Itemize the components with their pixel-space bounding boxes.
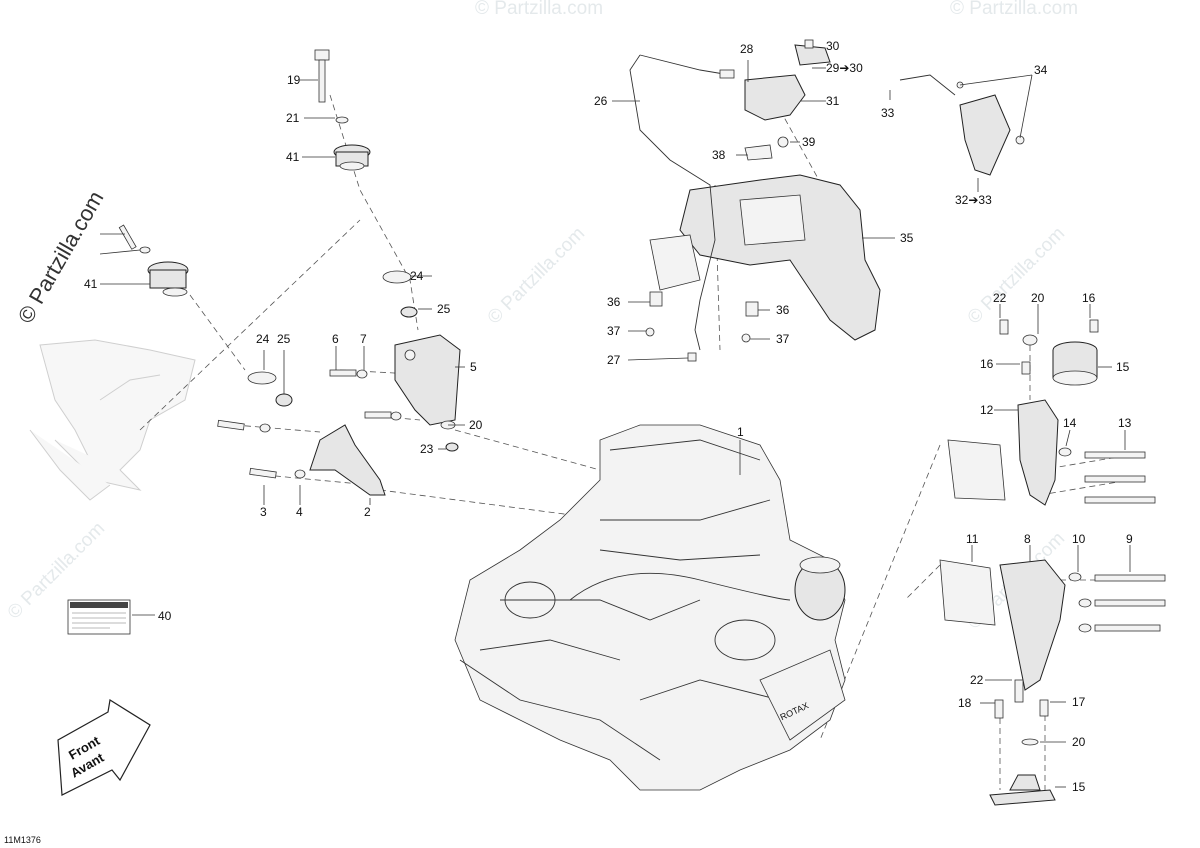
callout-35: 35 — [900, 231, 914, 245]
callout-8: 8 — [1024, 532, 1031, 546]
callout-24: 24 — [256, 332, 270, 346]
part-12-bracket — [1017, 399, 1059, 506]
diagram-code: 11M1376 — [4, 835, 41, 845]
callout-33: 33 — [881, 106, 895, 120]
callout-38: 38 — [712, 148, 726, 162]
callout-12: 12 — [980, 403, 994, 417]
part-41-mount-left — [118, 224, 189, 297]
callout-34: 34 — [1034, 63, 1048, 77]
callout-22: 22 — [993, 291, 1007, 305]
part-36-clips — [645, 291, 759, 362]
small-bolts-right-lower — [994, 679, 1049, 746]
callout-20: 20 — [1031, 291, 1045, 305]
part-26-cable — [629, 54, 735, 351]
small-bolts-left — [217, 369, 459, 479]
callout-40: 40 — [158, 609, 172, 623]
callout-9: 9 — [1126, 532, 1133, 546]
callout-39: 39 — [802, 135, 816, 149]
part-15-mount-top — [1052, 341, 1098, 386]
callout-20: 20 — [1072, 735, 1086, 749]
part-41-mount-top — [333, 144, 371, 171]
callout-36: 36 — [607, 295, 621, 309]
part-31-sensor-bracket — [744, 39, 831, 121]
callout-31: 31 — [826, 94, 840, 108]
callout-30: 30 — [826, 39, 840, 53]
part-8-bracket — [999, 559, 1066, 691]
watermark: © Partzilla.com — [964, 223, 1069, 328]
callout-1: 1 — [737, 425, 744, 439]
callout-11: 11 — [966, 532, 979, 546]
part-35-harness-bracket — [649, 174, 881, 341]
callout-23: 23 — [420, 442, 434, 456]
callout-4: 4 — [296, 505, 303, 519]
part-40-label — [67, 599, 131, 635]
callout-37: 37 — [607, 324, 621, 338]
callout-28: 28 — [740, 42, 754, 56]
callout-6: 6 — [332, 332, 339, 346]
callout-13: 13 — [1118, 416, 1132, 430]
small-bolts-right-upper — [999, 319, 1099, 375]
callout-5: 5 — [470, 360, 477, 374]
part-25-nut — [275, 306, 418, 407]
callout-16: 16 — [980, 357, 994, 371]
callout-18: 18 — [958, 696, 972, 710]
callout-24: 24 — [410, 269, 424, 283]
part-2-bracket — [309, 424, 386, 496]
callout-27: 27 — [607, 353, 621, 367]
callout-7: 7 — [360, 332, 367, 346]
watermark: © Partzilla.com — [475, 0, 603, 19]
callout-22: 22 — [970, 673, 984, 687]
part-5-bracket — [394, 334, 461, 426]
callout-21: 21 — [286, 111, 300, 125]
callout-17: 17 — [1072, 695, 1086, 709]
callout-2: 2 — [364, 505, 371, 519]
part-15-mount-bottom — [989, 774, 1056, 806]
brand-watermark: © Partzilla.com — [13, 187, 109, 328]
long-bolts-right — [1058, 447, 1166, 633]
callout-3: 3 — [260, 505, 267, 519]
callout-20: 20 — [469, 418, 483, 432]
callout-32: 32➔33 — [955, 193, 992, 207]
callout-25: 25 — [277, 332, 291, 346]
callout-16: 16 — [1082, 291, 1096, 305]
part-38-plate — [744, 136, 789, 161]
callout-41: 41 — [84, 277, 98, 291]
callout-labels: 19 21 41 41 24 25 24 25 6 7 5 20 23 3 4 … — [84, 39, 1133, 794]
callout-37: 37 — [776, 332, 790, 346]
part-24-washer — [247, 270, 412, 385]
callout-10: 10 — [1072, 532, 1086, 546]
callout-36: 36 — [776, 303, 790, 317]
callout-26: 26 — [594, 94, 608, 108]
part-21-washer — [335, 116, 349, 124]
part-11-heat-shield — [939, 439, 1006, 626]
callout-29: 29➔30 — [826, 61, 863, 75]
leader-lines — [99, 60, 1131, 788]
part-19-bolt — [314, 49, 330, 103]
front-direction-arrow: Front Avant — [57, 699, 151, 796]
part-32-sensor-bracket — [899, 74, 1025, 176]
callout-15: 15 — [1116, 360, 1130, 374]
watermark: © Partzilla.com — [950, 0, 1078, 19]
callout-41: 41 — [286, 150, 300, 164]
callout-15: 15 — [1072, 780, 1086, 794]
watermark: © Partzilla.com — [484, 223, 589, 328]
callout-14: 14 — [1063, 416, 1077, 430]
callout-19: 19 — [287, 73, 301, 87]
callout-25: 25 — [437, 302, 451, 316]
frame-ghost-outline — [29, 339, 196, 501]
engine-assembly: ROTAX — [454, 424, 846, 791]
